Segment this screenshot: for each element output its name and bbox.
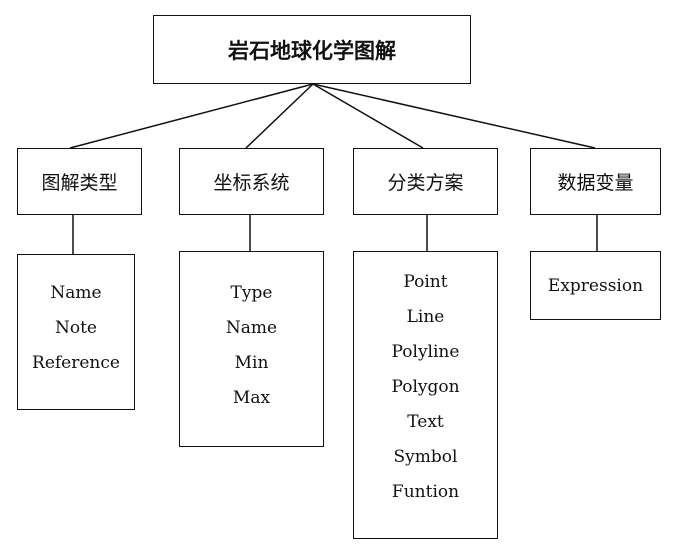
attribute-list-data-variables: Expression (530, 251, 661, 320)
category-label: 数据变量 (557, 172, 634, 194)
attribute-item: Min (234, 353, 269, 373)
category-node-classification-scheme: 分类方案 (353, 148, 498, 215)
attribute-item: Line (406, 307, 445, 327)
attribute-list-coordinate-system: Type Name Min Max (179, 251, 324, 447)
attribute-item: Reference (32, 353, 120, 373)
attribute-item: Symbol (393, 447, 458, 467)
category-node-data-variables: 数据变量 (530, 148, 661, 215)
category-node-coordinate-system: 坐标系统 (179, 148, 324, 215)
attribute-item: Text (407, 412, 444, 432)
connector-root-to-data-variables (312, 83, 596, 149)
attribute-item: Polygon (391, 377, 460, 397)
connector-root-to-classification-scheme (312, 83, 424, 149)
attribute-item: Expression (547, 276, 644, 296)
attribute-item: Name (50, 283, 102, 303)
attribute-item: Point (403, 272, 448, 292)
attribute-item: Polyline (391, 342, 460, 362)
attribute-item: Note (54, 318, 97, 338)
root-node-label: 岩石地球化学图解 (228, 37, 396, 63)
category-label: 分类方案 (387, 172, 464, 194)
attribute-item: Max (232, 388, 271, 408)
attribute-list-classification-scheme: Point Line Polyline Polygon Text Symbol … (353, 251, 498, 539)
attribute-item: Funtion (391, 482, 460, 502)
attribute-item: Name (225, 318, 278, 338)
attribute-item: Type (230, 283, 273, 303)
category-label: 坐标系统 (213, 172, 290, 194)
root-node: 岩石地球化学图解 (153, 15, 471, 84)
attribute-list-diagram-type: Name Note Reference (17, 254, 135, 410)
category-node-diagram-type: 图解类型 (17, 148, 142, 215)
connector-root-to-coordinate-system (245, 83, 314, 149)
connector-root-to-diagram-type (69, 83, 314, 149)
category-label: 图解类型 (41, 172, 118, 194)
